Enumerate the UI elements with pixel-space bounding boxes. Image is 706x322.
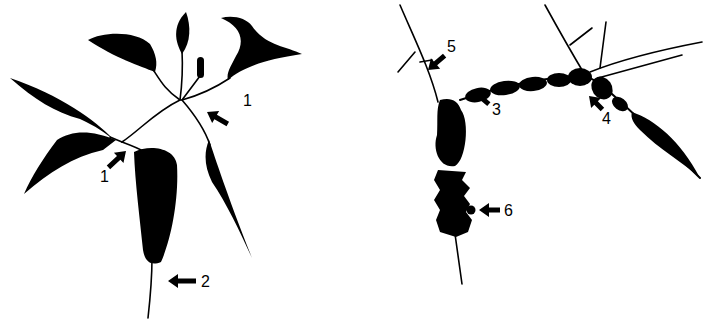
swelling — [434, 170, 472, 237]
swelling — [631, 112, 700, 178]
callout-number: 4 — [602, 110, 611, 128]
swelling — [206, 140, 252, 258]
right-figure-swellings — [434, 68, 700, 237]
right-figure — [398, 5, 702, 284]
swelling — [436, 99, 466, 166]
left-figure — [110, 50, 230, 318]
callout-arrow — [468, 85, 494, 110]
swelling — [467, 206, 476, 215]
label-anchor: 6 — [504, 202, 513, 220]
callout-arrow — [168, 274, 196, 288]
swelling — [197, 57, 204, 78]
callout-number: 2 — [201, 273, 210, 291]
callout-arrow — [479, 203, 500, 217]
branch-line — [398, 52, 415, 72]
callout-arrow — [423, 50, 449, 75]
label-anchor: 3 — [492, 101, 501, 119]
callout-number: 3 — [492, 101, 501, 119]
swelling — [10, 78, 113, 139]
branch-line — [600, 22, 606, 68]
branch-line — [180, 50, 182, 100]
callout-arrow — [204, 106, 232, 130]
callout-number: 5 — [447, 38, 456, 56]
branch-line — [455, 234, 462, 284]
callout-number: 6 — [504, 202, 513, 220]
label-anchor: 4 — [602, 110, 611, 128]
branch-line — [182, 100, 210, 145]
swelling — [88, 34, 156, 72]
swelling — [134, 148, 177, 263]
branch-line — [400, 5, 438, 102]
callout-number: 1 — [243, 92, 252, 110]
branch-line — [122, 100, 180, 142]
branch-line — [152, 68, 180, 100]
label-anchor: 5 — [447, 38, 456, 56]
branch-line — [570, 28, 592, 45]
branch-line — [545, 5, 585, 75]
label-anchor: 1 — [100, 168, 109, 186]
swelling — [609, 94, 631, 115]
branch-line — [182, 78, 230, 100]
branch-line — [598, 55, 682, 78]
swelling — [547, 73, 571, 87]
callout-number: 1 — [100, 168, 109, 186]
swelling — [568, 68, 592, 86]
branch-line — [148, 258, 152, 318]
left-figure-swellings — [10, 12, 302, 264]
swelling — [221, 17, 302, 80]
label-anchor: 1 — [243, 92, 252, 110]
swelling — [24, 133, 116, 195]
branch-line — [590, 42, 702, 72]
swelling — [489, 79, 521, 97]
swelling — [518, 76, 547, 93]
callout-arrows — [104, 50, 608, 288]
label-anchor: 2 — [201, 273, 210, 291]
branch-line — [460, 76, 700, 178]
swelling — [176, 12, 189, 54]
